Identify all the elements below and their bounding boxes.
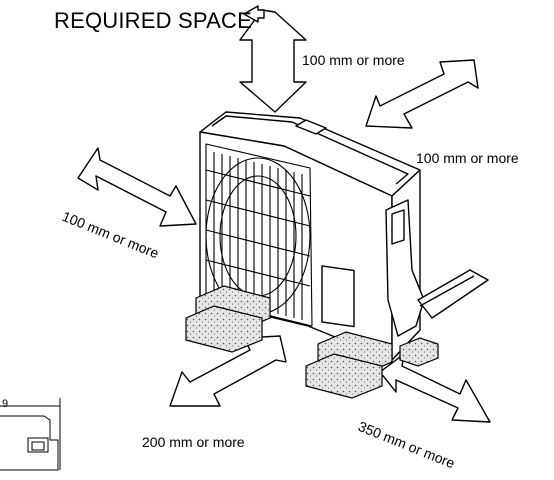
top-left-arrow-head (243, 5, 265, 23)
page-title: REQUIRED SPACE (54, 8, 252, 33)
dimension-drawing (0, 398, 61, 471)
top-clearance-arrow (239, 9, 307, 113)
front-clearance-label: 200 mm or more (142, 434, 245, 450)
dimension-value: 9 (2, 398, 9, 410)
back-clearance-arrow (379, 353, 491, 423)
left-clearance-arrow (77, 147, 197, 227)
right-clearance-arrow (365, 59, 479, 129)
front-clearance-arrow (169, 335, 287, 407)
right-clearance-label: 100 mm or more (416, 150, 519, 166)
top-clearance-label: 100 mm or more (302, 52, 405, 68)
support-blocks (185, 285, 439, 399)
